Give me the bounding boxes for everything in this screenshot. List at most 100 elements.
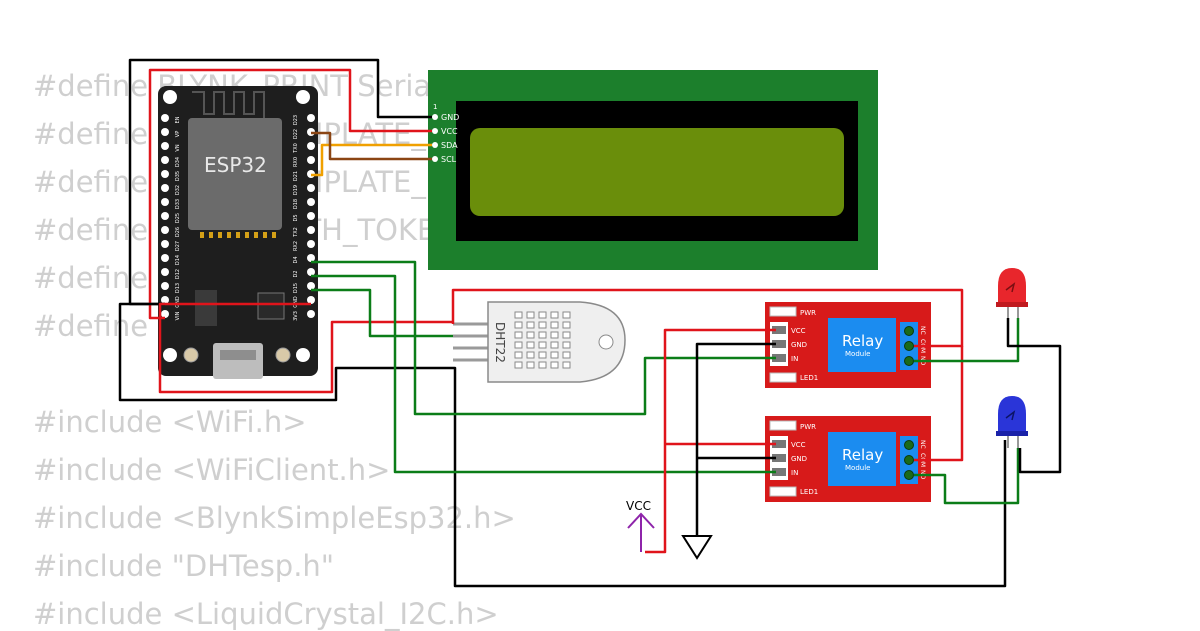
relay-module-2[interactable]: PWR LED1 VCC GND IN Relay Module NC COM … bbox=[765, 416, 931, 502]
esp32-pin-label: 3V3 bbox=[293, 311, 299, 321]
relay2-header-pin bbox=[772, 468, 786, 476]
dht-vent bbox=[514, 341, 523, 349]
boot-button[interactable] bbox=[183, 347, 199, 363]
relay2-terminal-no bbox=[904, 470, 914, 480]
en-button[interactable] bbox=[275, 347, 291, 363]
ground-triangle bbox=[681, 535, 713, 560]
esp32-pin bbox=[307, 156, 315, 164]
esp32-pin-label: EN bbox=[175, 116, 181, 123]
esp32-pin bbox=[307, 226, 315, 234]
relay2-title: Relay bbox=[842, 446, 883, 464]
dht-vent bbox=[550, 351, 559, 359]
relay1-pwr-led bbox=[769, 306, 797, 317]
dht-vent bbox=[526, 331, 535, 339]
code-line: #include "DHTesp.h" bbox=[33, 549, 335, 583]
esp32-right-pins: D23D22TX0RX0D21D19D18D5TX2RX2D4D2D15GND3… bbox=[293, 114, 315, 321]
esp32-pin bbox=[161, 114, 169, 122]
lcd-pin bbox=[432, 114, 438, 120]
red-led[interactable] bbox=[996, 268, 1028, 318]
esp32-board[interactable]: ESP32 ENVPVND34D35D32D33D25D26D27D14D12D… bbox=[158, 86, 318, 379]
esp32-pin bbox=[307, 198, 315, 206]
esp32-pin-label: VIN bbox=[175, 311, 181, 320]
esp32-pin-label: D5 bbox=[293, 214, 299, 221]
esp32-pin bbox=[307, 240, 315, 248]
esp32-pin-label: D19 bbox=[293, 185, 299, 195]
relay1-terminal-nc bbox=[904, 326, 914, 336]
dht-vent bbox=[526, 311, 535, 319]
relay1-title: Relay bbox=[842, 332, 883, 350]
dht-vent bbox=[550, 331, 559, 339]
relay2-header-pin bbox=[772, 440, 786, 448]
dht-vent bbox=[550, 341, 559, 349]
blue-led[interactable] bbox=[996, 396, 1028, 448]
dht-vent bbox=[514, 361, 523, 369]
relay1-header-pin bbox=[772, 326, 786, 334]
relay2-block bbox=[828, 432, 896, 486]
code-line: #include <WiFiClient.h> bbox=[33, 453, 391, 487]
wires bbox=[118, 58, 1062, 588]
esp32-pin bbox=[161, 128, 169, 136]
esp32-pin bbox=[161, 296, 169, 304]
dht-vent bbox=[562, 361, 571, 369]
wire-lcd-scl bbox=[311, 131, 432, 161]
relay2-led1 bbox=[769, 486, 797, 497]
esp32-pin bbox=[307, 254, 315, 262]
dht-vent-grid bbox=[514, 311, 571, 369]
lcd-pin-vcc-label: VCC bbox=[441, 127, 458, 136]
relay1-header-pin bbox=[772, 354, 786, 362]
relay1-led-label: LED1 bbox=[800, 374, 818, 382]
dht-vent bbox=[538, 311, 547, 319]
relay1-terminal-com bbox=[904, 341, 914, 351]
esp32-pin-label: TX0 bbox=[293, 143, 299, 154]
esp32-pin-label: D14 bbox=[175, 255, 181, 265]
esp32-label: ESP32 bbox=[204, 153, 267, 177]
usb-slot bbox=[220, 350, 256, 360]
esp32-pin-label: D33 bbox=[175, 199, 181, 209]
wire-relay1-com bbox=[451, 288, 964, 348]
esp32-pin bbox=[307, 184, 315, 192]
wire-dht-vcc bbox=[158, 302, 453, 394]
esp32-pin-label: D27 bbox=[175, 241, 181, 251]
esp32-left-pins: ENVPVND34D35D32D33D25D26D27D14D12D13GNDV… bbox=[161, 114, 181, 320]
dht-vent bbox=[514, 311, 523, 319]
esp32-pin-label: D26 bbox=[175, 227, 181, 237]
dht-label: DHT22 bbox=[493, 322, 507, 363]
code-line: #include <WiFi.h> bbox=[33, 405, 307, 439]
dht22-sensor[interactable]: DHT22 bbox=[453, 301, 626, 383]
lcd-pin-scl-label: SCL bbox=[441, 155, 457, 164]
lcd-pin1-label: 1 bbox=[433, 103, 437, 111]
ground-symbol bbox=[681, 520, 713, 560]
lcd-pin-labels: GND VCC SDA SCL bbox=[441, 113, 459, 164]
relay1-in-label: IN bbox=[791, 355, 798, 363]
wire-relay1-gnd bbox=[695, 342, 776, 540]
dht-vent bbox=[550, 361, 559, 369]
relay-module-1[interactable]: PWR LED1 VCC GND IN Relay Module NC COM … bbox=[765, 302, 931, 388]
dht-vent bbox=[538, 351, 547, 359]
relay1-block bbox=[828, 318, 896, 372]
mount-hole bbox=[163, 348, 177, 362]
esp32-pin-label: D21 bbox=[293, 171, 299, 181]
esp32-pin-label: D13 bbox=[175, 283, 181, 293]
lcd-module[interactable]: 1 GND VCC SDA SCL bbox=[428, 70, 878, 270]
wire-relay2-in bbox=[311, 274, 776, 474]
blue-led-body bbox=[998, 396, 1026, 434]
module-pads bbox=[200, 232, 276, 238]
mount-hole bbox=[163, 90, 177, 104]
relay2-terminal-com bbox=[904, 455, 914, 465]
esp32-pin-label: D12 bbox=[175, 269, 181, 279]
relay2-led-label: LED1 bbox=[800, 488, 818, 496]
led-arrow bbox=[1005, 282, 1016, 293]
relay1-subtitle: Module bbox=[845, 350, 870, 358]
wire-dht-data bbox=[311, 288, 453, 338]
esp32-pin-label: D22 bbox=[293, 129, 299, 139]
relay2-vcc-label: VCC bbox=[791, 441, 806, 449]
esp32-pin-label: D34 bbox=[175, 157, 181, 167]
esp32-pin-label: D15 bbox=[293, 283, 299, 293]
code-line: #define bbox=[33, 309, 149, 343]
red-led-rim bbox=[996, 302, 1028, 307]
relay2-header-pin bbox=[772, 454, 786, 462]
relay1-led1 bbox=[769, 372, 797, 383]
esp32-pin bbox=[307, 282, 315, 290]
led-arrow bbox=[1005, 410, 1016, 421]
